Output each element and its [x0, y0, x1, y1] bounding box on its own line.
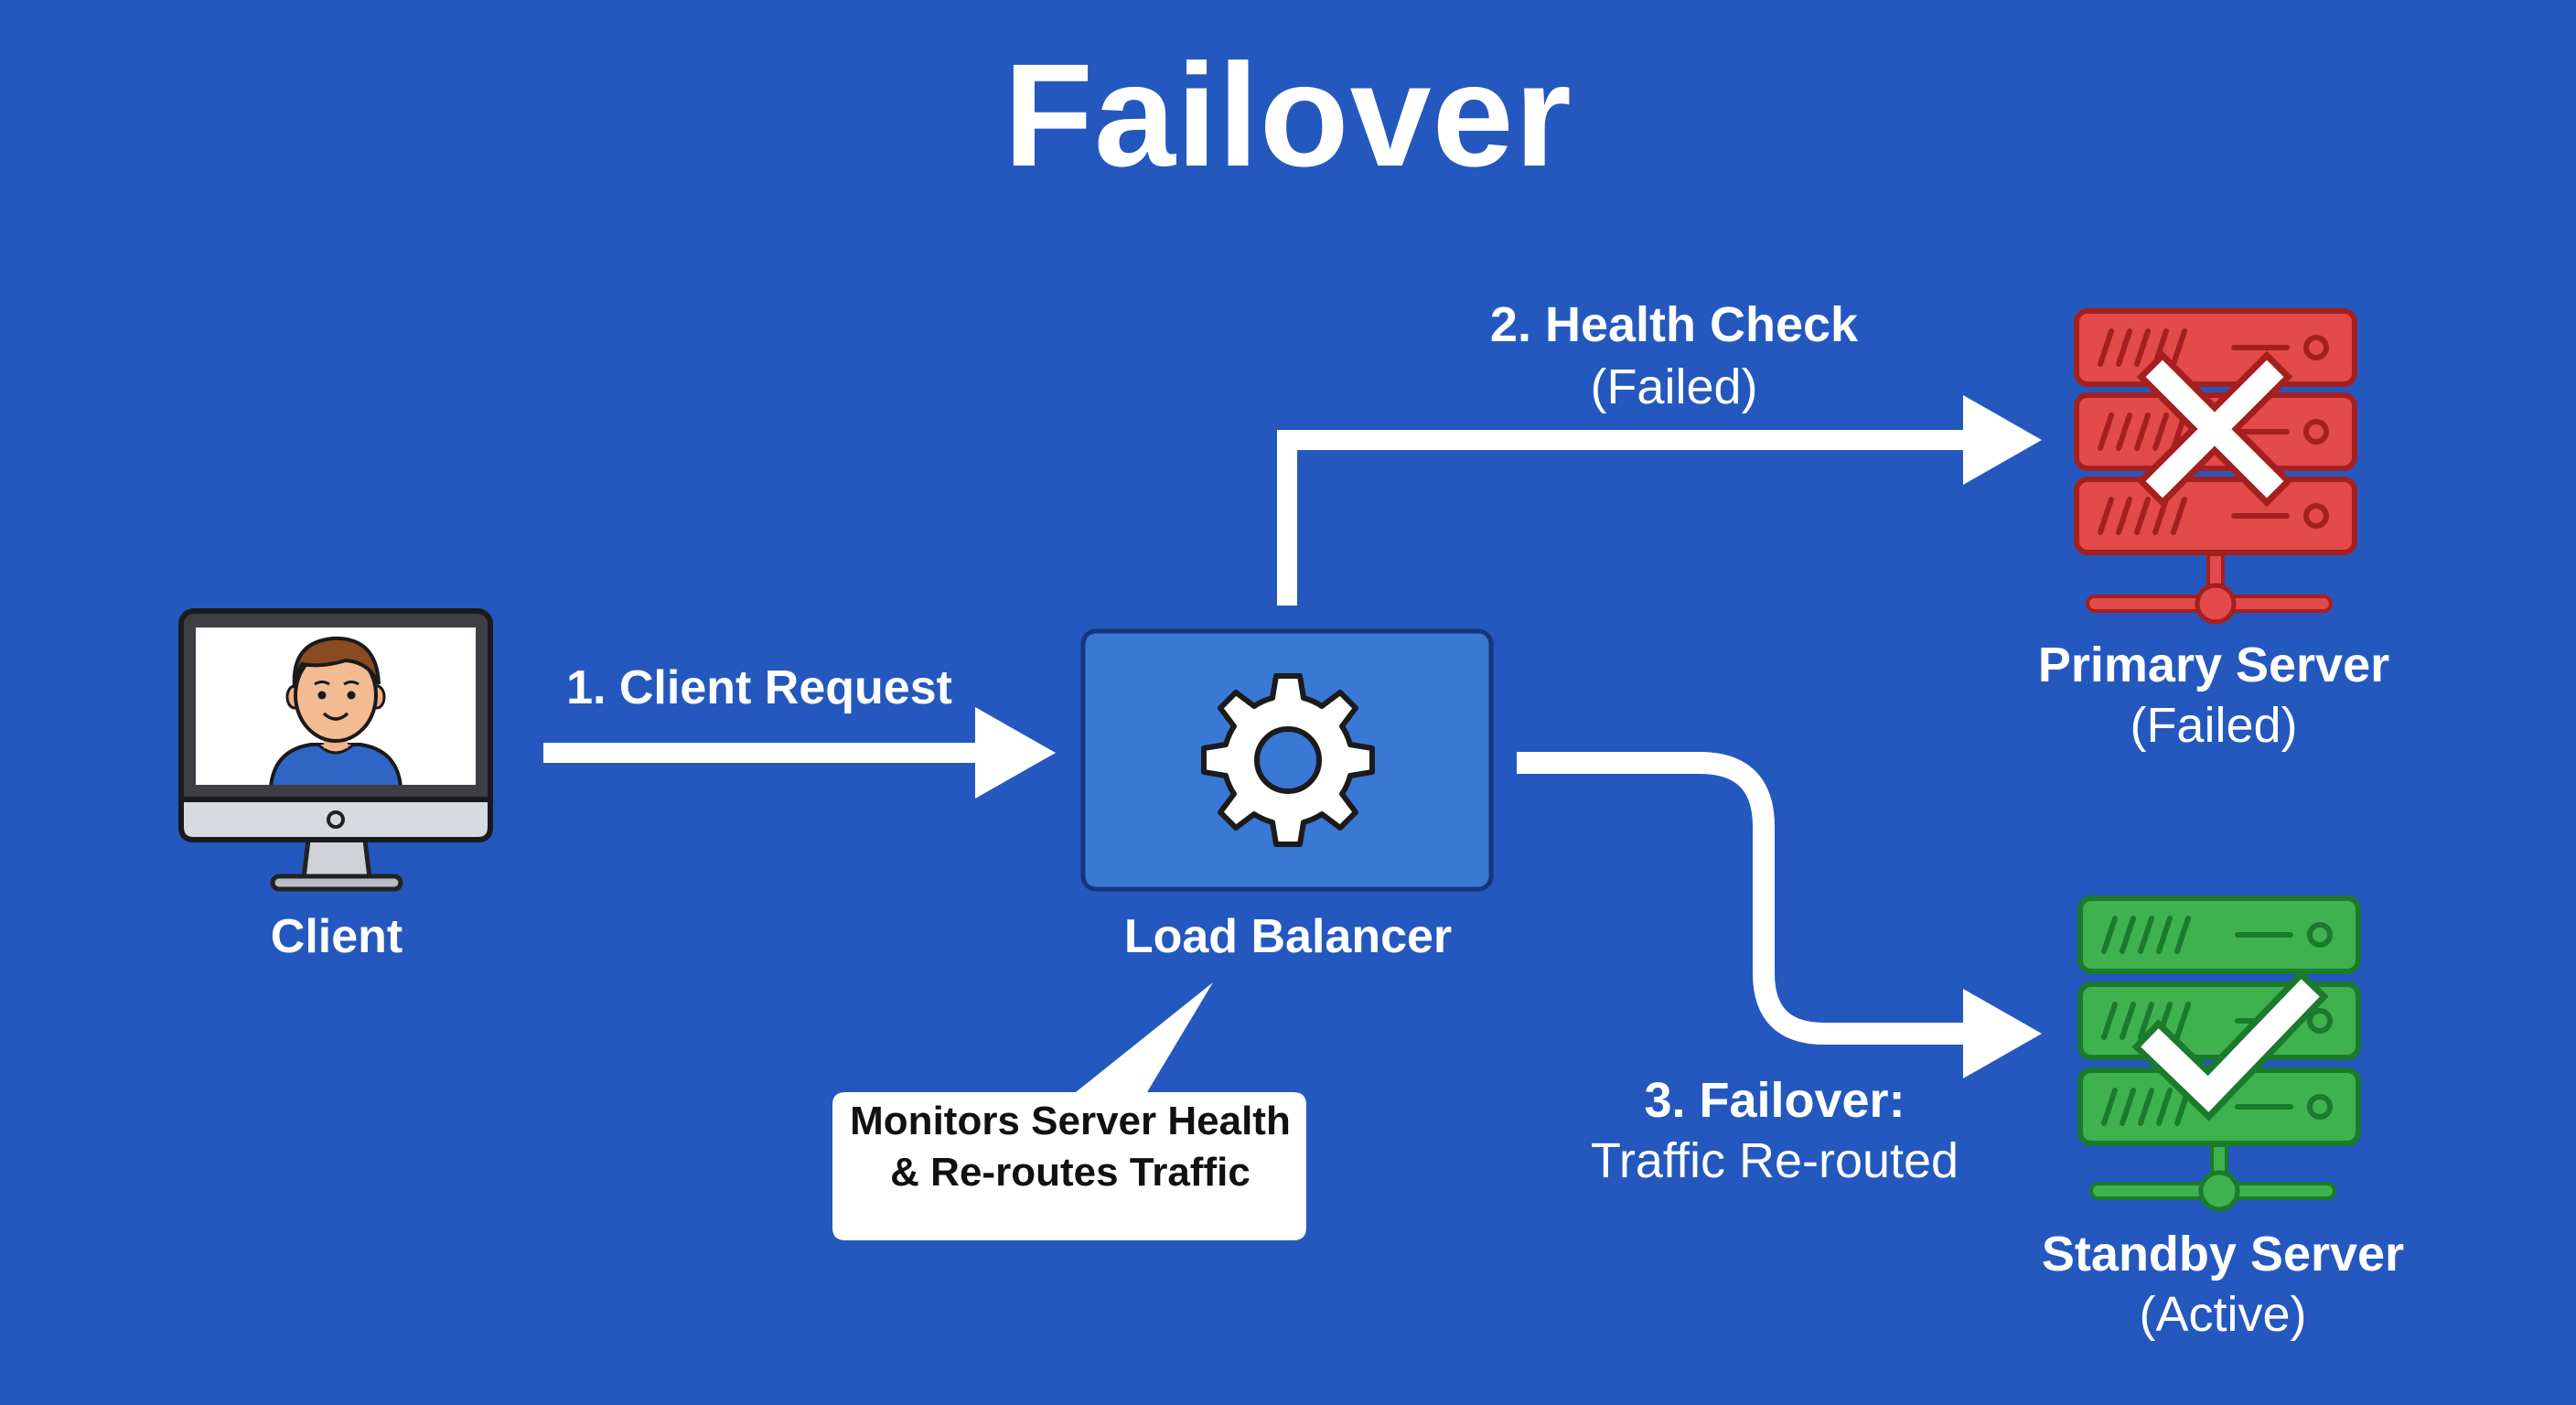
primary-server-label: Primary Server [2037, 638, 2390, 692]
failover-label: 3. Failover: [1644, 1073, 1905, 1128]
client-monitor-icon [178, 608, 493, 892]
user-avatar-icon [269, 636, 402, 785]
client-label: Client [270, 910, 403, 963]
standby-server-icon [2077, 896, 2361, 1212]
health-check-label: 2. Health Check [1489, 297, 1859, 352]
load-balancer-box [1080, 628, 1494, 892]
standby-server-label: Standby Server [2041, 1227, 2405, 1282]
failover-detail: Traffic Re-routed [1590, 1133, 1959, 1188]
callout-line-1: Monitors Server Health [850, 1099, 1291, 1143]
callout-line-2: & Re-routes Traffic [890, 1150, 1250, 1196]
standby-server-status: (Active) [2139, 1287, 2307, 1342]
load-balancer-label: Load Balancer [1123, 910, 1453, 963]
cross-icon [2136, 350, 2293, 508]
diagram-title: Failover [1004, 33, 1572, 197]
gear-icon [1201, 673, 1375, 847]
client-request-label: 1. Client Request [566, 661, 952, 714]
client-request-arrow [543, 707, 1056, 799]
health-check-arrow [1277, 395, 2042, 606]
checkmark-icon [2131, 970, 2329, 1121]
primary-server-icon [2074, 308, 2357, 625]
callout-bubble [832, 982, 1306, 1240]
failover-arrow [1517, 752, 2042, 1078]
primary-server-status: (Failed) [2130, 698, 2298, 753]
callout-text: Monitors Server Health & Re-routes Traff… [836, 1096, 1304, 1199]
health-check-status: (Failed) [1590, 359, 1758, 414]
